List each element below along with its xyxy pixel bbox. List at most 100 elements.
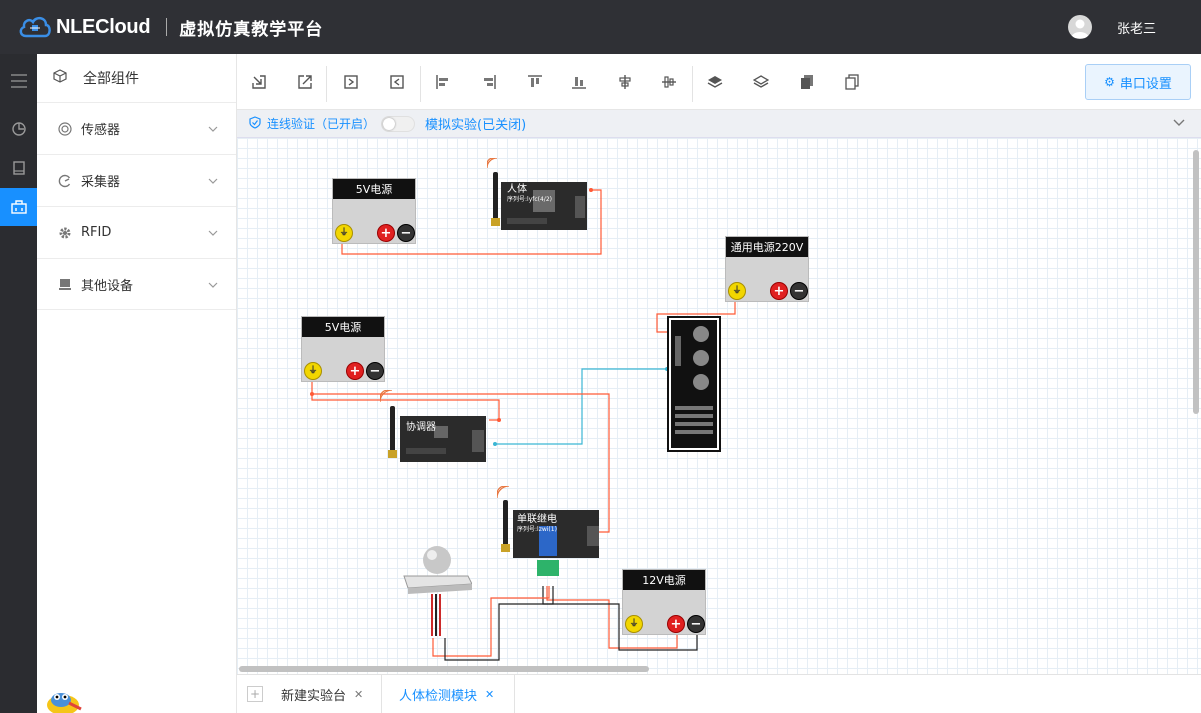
mascot-icon[interactable] <box>41 683 85 713</box>
logo-divider <box>166 18 168 36</box>
horizontal-scrollbar[interactable] <box>239 666 649 672</box>
workspace-tabs: + 新建实验台 ✕ 人体检测模块 ✕ <box>237 674 1201 713</box>
serial-settings-button[interactable]: ⚙ 串口设置 <box>1085 64 1191 100</box>
human-body-sensor-board[interactable]: 人体 序列号:lyfc(4/2) <box>486 157 591 234</box>
bring-to-front-icon[interactable] <box>705 72 725 92</box>
serial-settings-label: 串口设置 <box>1119 76 1172 92</box>
power-supply-5v[interactable]: 5V电源 ⏚ + − <box>301 316 385 382</box>
tab-label: 新建实验台 <box>281 688 347 704</box>
logo[interactable]: NLECloud 虚拟仿真教学平台 <box>18 12 323 42</box>
align-bottom-icon[interactable] <box>569 72 589 92</box>
psu-title: 通用电源220V <box>726 237 808 257</box>
ground-terminal-icon[interactable]: ⏚ <box>304 362 322 380</box>
simulation-toggle[interactable] <box>381 115 416 132</box>
undo-icon[interactable] <box>341 72 361 92</box>
wire-black[interactable] <box>542 586 698 651</box>
menu-icon[interactable] <box>0 62 37 100</box>
wire-red[interactable] <box>311 381 610 533</box>
lamp-device[interactable] <box>402 540 473 640</box>
wire-blue[interactable] <box>495 368 667 445</box>
power-supply-5v[interactable]: 5V电源 ⏚ + − <box>332 178 416 244</box>
negative-terminal-icon[interactable]: − <box>790 282 808 300</box>
gear-icon: ⚙ <box>1104 75 1115 89</box>
sensor-icon <box>57 121 73 137</box>
paste-icon[interactable] <box>842 72 862 92</box>
close-icon[interactable]: ✕ <box>354 687 364 701</box>
cube-icon <box>53 69 67 87</box>
psu-title: 12V电源 <box>623 570 705 590</box>
board-serial: 序列号:lyfc(4/2) <box>507 196 552 203</box>
experiment-canvas[interactable]: 5V电源 ⏚ + − 通用电源220V ⏚ + − 5V电源 ⏚ + − 12V… <box>237 138 1201 674</box>
ground-terminal-icon[interactable]: ⏚ <box>728 282 746 300</box>
positive-terminal-icon[interactable]: + <box>377 224 395 242</box>
send-to-back-icon[interactable] <box>751 72 771 92</box>
negative-terminal-icon[interactable]: − <box>366 362 384 380</box>
close-icon[interactable]: ✕ <box>485 687 495 701</box>
positive-terminal-icon[interactable]: + <box>667 615 685 633</box>
chevron-down-icon <box>208 173 218 188</box>
ground-terminal-icon[interactable]: ⏚ <box>625 615 643 633</box>
gear-icon <box>57 225 73 241</box>
positive-terminal-icon[interactable]: + <box>770 282 788 300</box>
wire-red[interactable] <box>432 586 550 657</box>
wire-black[interactable] <box>444 586 554 661</box>
import-icon[interactable] <box>249 72 269 92</box>
sidebar-item-label: 其他设备 <box>81 278 134 294</box>
relay-board[interactable]: 单联继电 序列号:lzwi(1) <box>496 485 607 582</box>
board-label: 人体 <box>507 184 527 195</box>
device-icon <box>57 276 73 292</box>
board-label: 单联继电 <box>517 514 557 525</box>
positive-terminal-icon[interactable]: + <box>346 362 364 380</box>
verify-bar: 连线验证（已开启） 模拟实验(已关闭) <box>237 110 1201 138</box>
book-icon[interactable] <box>0 149 37 187</box>
power-supply-12v[interactable]: 12V电源 ⏚ + − <box>622 569 706 635</box>
sidebar-item-sensor[interactable]: 传感器 <box>37 102 236 154</box>
brand-name: NLECloud <box>56 15 151 38</box>
sidebar-item-rfid[interactable]: RFID <box>37 206 236 258</box>
ground-terminal-icon[interactable]: ⏚ <box>335 224 353 242</box>
copy-icon[interactable] <box>797 72 817 92</box>
sidebar-head-label: 全部组件 <box>83 71 139 87</box>
align-left-icon[interactable] <box>433 72 453 92</box>
sidebar-item-other-devices[interactable]: 其他设备 <box>37 258 236 310</box>
pc-tower[interactable] <box>667 316 721 452</box>
sidebar-item-collector[interactable]: 采集器 <box>37 154 236 206</box>
sidebar-item-label: 采集器 <box>81 175 121 190</box>
align-center-horizontal-icon[interactable] <box>659 72 679 92</box>
psu-title: 5V电源 <box>333 179 415 199</box>
platform-title: 虚拟仿真教学平台 <box>179 19 324 40</box>
toolbar-divider <box>326 66 327 102</box>
align-top-icon[interactable] <box>525 72 545 92</box>
toolbox-icon[interactable] <box>0 188 37 226</box>
wire-red[interactable] <box>341 189 602 255</box>
toggle-knob <box>383 117 396 130</box>
chevron-down-icon <box>208 277 218 292</box>
toolbar-divider <box>692 66 693 102</box>
tab-human-detection[interactable]: 人体检测模块 ✕ <box>399 675 516 713</box>
redo-icon[interactable] <box>387 72 407 92</box>
export-icon[interactable] <box>295 72 315 92</box>
tab-new-bench[interactable]: 新建实验台 ✕ <box>281 675 383 713</box>
sidebar-head[interactable]: 全部组件 <box>37 54 236 102</box>
negative-terminal-icon[interactable]: − <box>397 224 415 242</box>
power-supply-220v[interactable]: 通用电源220V ⏚ + − <box>725 236 809 302</box>
align-right-icon[interactable] <box>479 72 499 92</box>
collector-icon <box>57 173 73 189</box>
align-center-vertical-icon[interactable] <box>615 72 635 92</box>
coordinator-board[interactable]: 协调器 <box>379 389 490 466</box>
wire-layer <box>310 188 736 661</box>
avatar[interactable] <box>1068 15 1092 39</box>
wire-red[interactable] <box>311 394 500 421</box>
cloud-logo-icon <box>18 14 52 40</box>
chart-icon[interactable] <box>0 110 37 148</box>
wire-red[interactable] <box>656 292 736 333</box>
chevron-down-icon <box>208 121 218 136</box>
add-tab-button[interactable]: + <box>247 686 263 702</box>
verify-label: 连线验证（已开启） <box>267 117 376 131</box>
chevron-down-icon[interactable] <box>1173 116 1185 130</box>
user-name[interactable]: 张老三 <box>1117 22 1157 37</box>
vertical-scrollbar[interactable] <box>1193 150 1199 414</box>
shield-icon <box>249 115 261 132</box>
psu-title: 5V电源 <box>302 317 384 337</box>
negative-terminal-icon[interactable]: − <box>687 615 705 633</box>
